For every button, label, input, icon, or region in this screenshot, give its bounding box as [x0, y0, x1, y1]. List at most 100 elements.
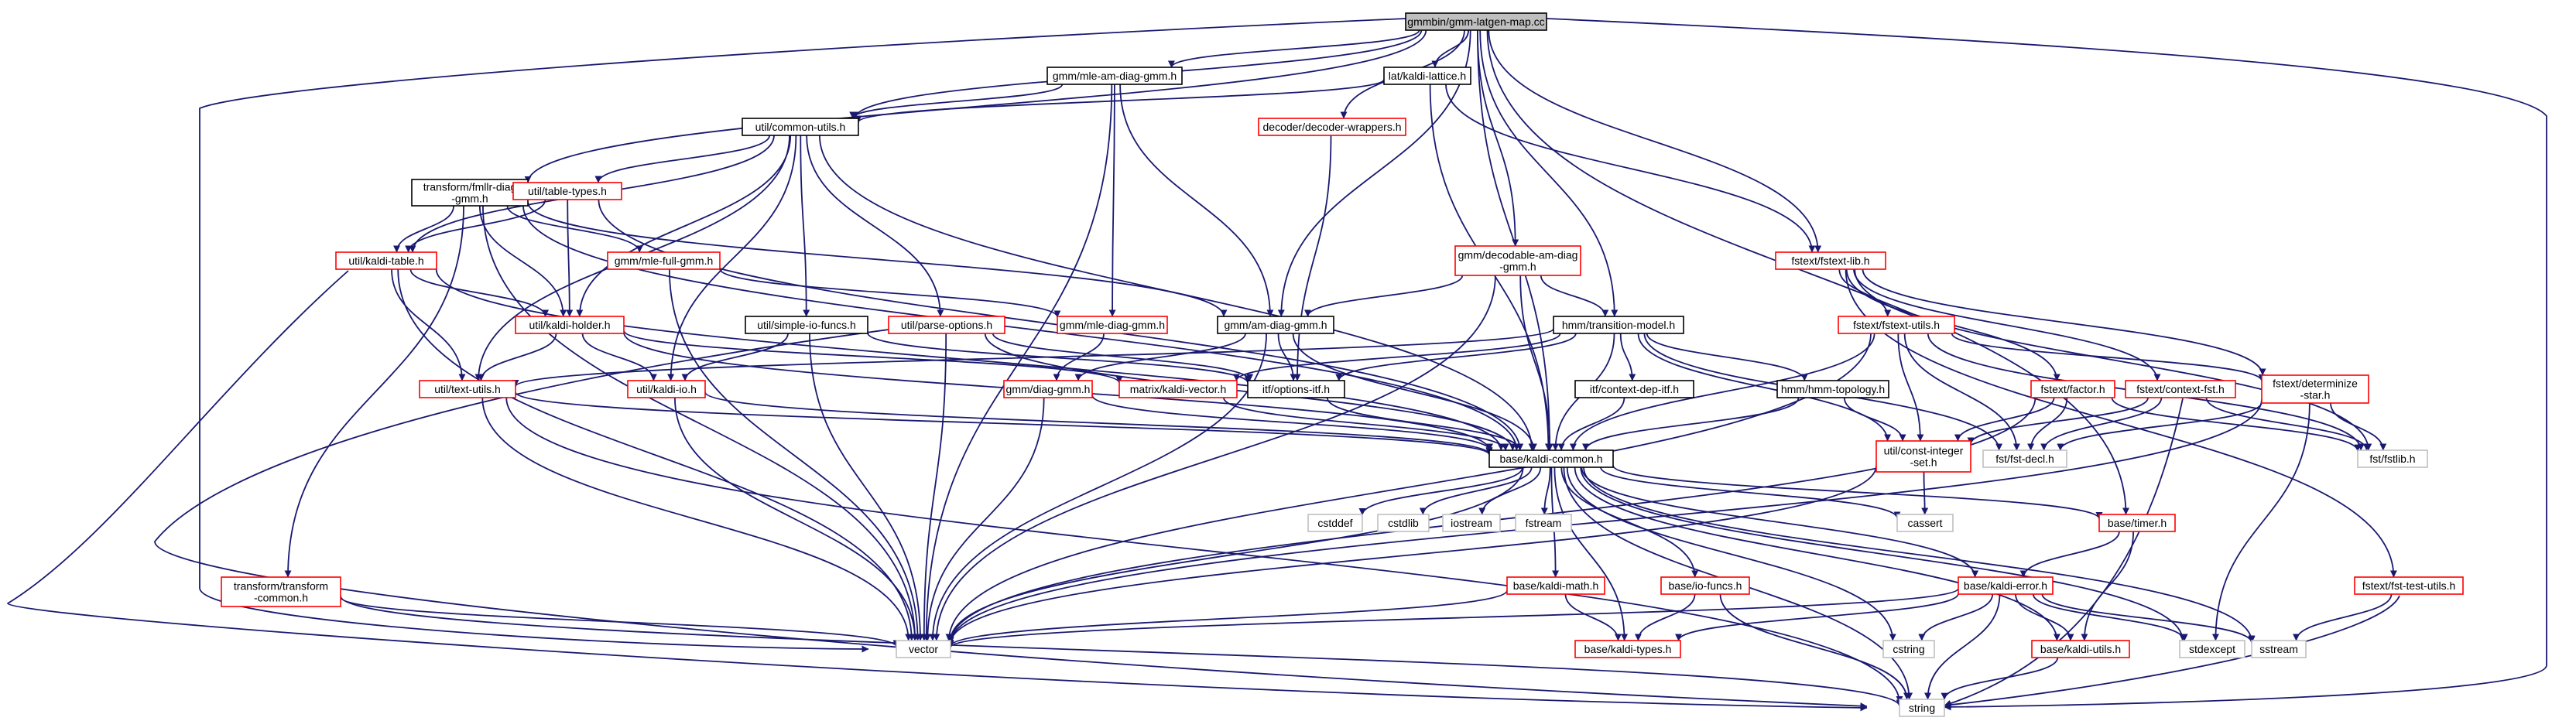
node-context-fst[interactable]: fstext/context-fst.h [2125, 380, 2236, 398]
node-mle-am-diag[interactable]: gmm/mle-am-diag-gmm.h [1046, 67, 1183, 85]
edge-kaldi-common-to-cstring [1566, 466, 1896, 641]
edge-root-to-timer [1486, 29, 2129, 515]
node-table-types[interactable]: util/table-types.h [512, 182, 622, 200]
node-string[interactable]: string [1899, 699, 1945, 717]
node-kaldi-types[interactable]: base/kaldi-types.h [1574, 640, 1681, 658]
node-fstext-utils[interactable]: fstext/fstext-utils.h [1838, 316, 1955, 334]
edge-root-to-fmllr-diag [524, 29, 1427, 183]
edge-kaldi-common-to-vector [947, 466, 1524, 641]
edge-parse-options-to-options-itf [992, 333, 1254, 381]
node-box [1574, 640, 1681, 658]
node-box [2179, 640, 2245, 658]
node-timer[interactable]: base/timer.h [2098, 514, 2176, 532]
node-box [1003, 380, 1093, 398]
edge-kaldi-common-to-timer [1612, 465, 2103, 520]
node-fst-decl[interactable]: fst/fst-decl.h [1982, 449, 2067, 468]
node-transition-model[interactable]: hmm/transition-model.h [1553, 316, 1684, 334]
edge-root-to-kaldi-lattice [1431, 29, 1469, 68]
node-fstream[interactable]: fstream [1515, 514, 1572, 532]
edge-kaldi-common-to-cstdlib [1419, 466, 1533, 515]
node-parse-options[interactable]: util/parse-options.h [888, 316, 1005, 334]
node-label: gmm/mle-diag-gmm.h [1060, 319, 1165, 331]
node-label: base/kaldi-types.h [1584, 643, 1672, 655]
node-sstream[interactable]: sstream [2251, 640, 2307, 658]
node-hmm-topology[interactable]: hmm/hmm-topology.h [1776, 380, 1889, 398]
node-stdexcept[interactable]: stdexcept [2179, 640, 2245, 658]
edge-fstext-utils-to-kaldi-common [1569, 333, 1875, 451]
node-fmllr-diag[interactable]: transform/fmllr-diag-gmm.h [411, 179, 529, 207]
node-transform-common[interactable]: transform/transform-common.h [221, 576, 341, 607]
edge-diag-gmm-to-vector [923, 397, 1045, 641]
node-box [1660, 576, 1750, 595]
node-kaldi-holder[interactable]: util/kaldi-holder.h [515, 316, 625, 334]
edge-factor-to-fst-decl [2027, 397, 2068, 451]
node-label: util/common-utils.h [755, 121, 846, 133]
node-mle-diag-gmm[interactable]: gmm/mle-diag-gmm.h [1057, 316, 1168, 334]
edge-fst-test-utils-to-sstream [2293, 593, 2393, 641]
node-kaldi-common[interactable]: base/kaldi-common.h [1488, 449, 1614, 468]
edge-parse-options-to-vector [920, 333, 947, 641]
edge-transition-model-to-hmm-topology [1646, 333, 1808, 381]
node-options-itf[interactable]: itf/options-itf.h [1247, 380, 1345, 398]
node-vector[interactable]: vector [896, 640, 951, 658]
node-kaldi-table[interactable]: util/kaldi-table.h [335, 251, 437, 270]
node-label: fstext/determinize [2273, 378, 2358, 390]
node-const-integer-set[interactable]: util/const-integer-set.h [1875, 440, 1971, 473]
node-fstlib[interactable]: fst/fstlib.h [2357, 449, 2428, 468]
node-box [1247, 380, 1345, 398]
edge-mle-am-diag-to-mle-diag-gmm [1108, 84, 1116, 317]
node-decoder-wrappers[interactable]: decoder/decoder-wrappers.h [1258, 118, 1406, 136]
edge-root-to-mle-am-diag [1168, 29, 1420, 68]
edge-kaldi-table-to-vector [397, 268, 916, 641]
node-determinize-star[interactable]: fstext/determinize-star.h [2261, 374, 2369, 404]
node-kaldi-vector[interactable]: matrix/kaldi-vector.h [1118, 380, 1238, 398]
node-iostream[interactable]: iostream [1442, 514, 1501, 532]
node-root[interactable]: gmmbin/gmm-latgen-map.cc [1405, 12, 1547, 31]
node-cassert[interactable]: cassert [1896, 514, 1954, 532]
node-cstddef[interactable]: cstddef [1307, 514, 1363, 532]
node-label: hmm/transition-model.h [1562, 319, 1675, 331]
node-label: -set.h [1910, 456, 1937, 469]
edge-kaldi-common-to-kaldi-error [1581, 466, 1979, 578]
edge-io-funcs-to-string [1719, 593, 1910, 700]
node-factor[interactable]: fstext/factor.h [2030, 380, 2115, 398]
edge-transition-model-to-options-itf [1335, 333, 1577, 381]
node-label: matrix/kaldi-vector.h [1130, 383, 1226, 395]
edge-decoder-wrappers-to-options-itf [1293, 135, 1332, 381]
node-label: gmm/diag-gmm.h [1006, 383, 1091, 395]
node-kaldi-io[interactable]: util/kaldi-io.h [627, 380, 706, 398]
edge-kaldi-lattice-to-common-utils [855, 78, 1385, 123]
node-am-diag-gmm[interactable]: gmm/am-diag-gmm.h [1217, 316, 1334, 334]
node-label: vector [909, 643, 938, 655]
node-kaldi-utils[interactable]: base/kaldi-utils.h [2031, 640, 2130, 658]
node-box [627, 380, 706, 398]
node-kaldi-math[interactable]: base/kaldi-math.h [1506, 576, 1605, 595]
node-cstring[interactable]: cstring [1882, 640, 1935, 658]
node-fstext-lib[interactable]: fstext/fstext-lib.h [1775, 251, 1886, 270]
edge-fmllr-diag-to-vector [482, 205, 919, 641]
node-common-utils[interactable]: util/common-utils.h [742, 118, 859, 136]
node-simple-io[interactable]: util/simple-io-funcs.h [745, 316, 868, 334]
edge-mle-am-diag-to-vector [923, 84, 1113, 641]
node-label: cstddef [1317, 517, 1352, 529]
edge-transition-model-to-context-dep-itf [1619, 333, 1636, 381]
node-fst-test-utils[interactable]: fstext/fst-test-utils.h [2354, 576, 2464, 595]
node-mle-full-gmm[interactable]: gmm/mle-full-gmm.h [607, 251, 721, 270]
edge-table-types-to-kaldi-holder [566, 199, 574, 317]
node-context-dep-itf[interactable]: itf/context-dep-itf.h [1574, 380, 1694, 398]
edge-am-diag-gmm-to-options-itf [1277, 333, 1297, 381]
node-text-utils[interactable]: util/text-utils.h [419, 380, 516, 398]
node-kaldi-lattice[interactable]: lat/kaldi-lattice.h [1383, 67, 1471, 85]
node-diag-gmm[interactable]: gmm/diag-gmm.h [1003, 380, 1093, 398]
node-label: fstext/context-fst.h [2136, 383, 2225, 395]
node-io-funcs[interactable]: base/io-funcs.h [1660, 576, 1750, 595]
node-kaldi-error[interactable]: base/kaldi-error.h [1958, 576, 2054, 595]
node-label: util/kaldi-holder.h [529, 319, 610, 331]
edge-kaldi-common-to-kaldi-types [1553, 466, 1629, 641]
node-cstdlib[interactable]: cstdlib [1377, 514, 1430, 532]
node-label: base/kaldi-error.h [1964, 579, 2047, 592]
node-box [1217, 316, 1334, 334]
node-decodable-am-diag[interactable]: gmm/decodable-am-diag-gmm.h [1454, 245, 1581, 276]
edge-text-utils-to-vector [481, 397, 913, 641]
node-box [2098, 514, 2176, 532]
